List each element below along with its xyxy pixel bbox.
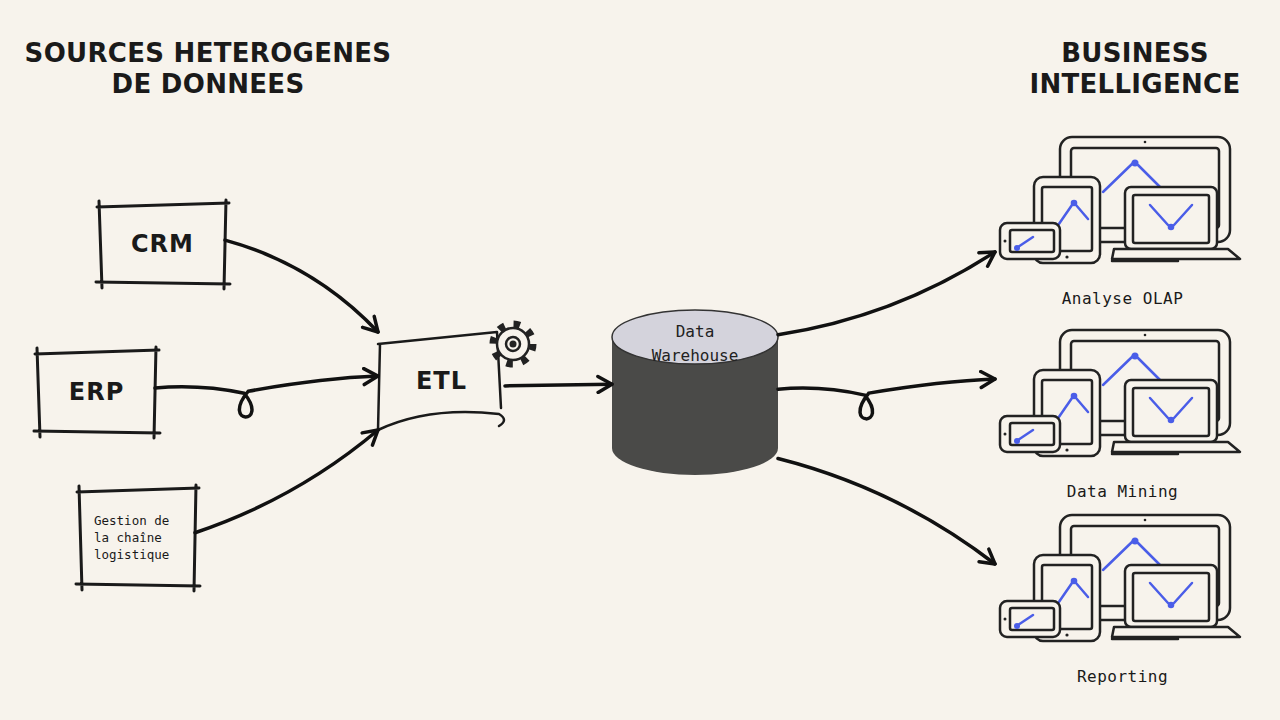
node-label: Data Warehouse bbox=[640, 320, 750, 368]
node-label: Reporting bbox=[1077, 667, 1168, 686]
flow-arrow bbox=[778, 379, 995, 419]
flow-arrow bbox=[778, 252, 995, 335]
node-label: Gestion de la chaîne logistique bbox=[94, 512, 180, 563]
database-node: Data Warehouse bbox=[612, 310, 778, 475]
flow-arrow bbox=[778, 459, 995, 565]
flow-arrow bbox=[505, 384, 612, 386]
flow-arrow bbox=[225, 240, 378, 332]
device-icons bbox=[1000, 330, 1240, 456]
flow-arrow bbox=[155, 376, 378, 417]
system-box: Gestion de la chaîne logistique bbox=[80, 490, 195, 585]
system-box: ERP bbox=[38, 352, 155, 432]
bi-tool-node: Analyse OLAP bbox=[995, 130, 1250, 312]
flow-arrow bbox=[195, 430, 378, 533]
node-label: CRM bbox=[131, 230, 194, 258]
node-label: Analyse OLAP bbox=[1062, 289, 1184, 308]
node-label: ERP bbox=[69, 378, 124, 406]
device-icons bbox=[1000, 515, 1240, 641]
device-icons bbox=[1000, 137, 1240, 263]
system-box: CRM bbox=[100, 205, 225, 283]
section-heading: SOURCES HETEROGENES DE DONNEES bbox=[8, 38, 408, 100]
bi-tool-node: Data Mining bbox=[995, 325, 1250, 505]
node-label: ETL bbox=[416, 367, 467, 395]
system-box: ETL bbox=[378, 332, 505, 430]
section-heading: BUSINESS INTELLIGENCE bbox=[990, 38, 1280, 100]
node-label: Data Mining bbox=[1067, 482, 1178, 501]
bi-tool-node: Reporting bbox=[995, 510, 1250, 690]
